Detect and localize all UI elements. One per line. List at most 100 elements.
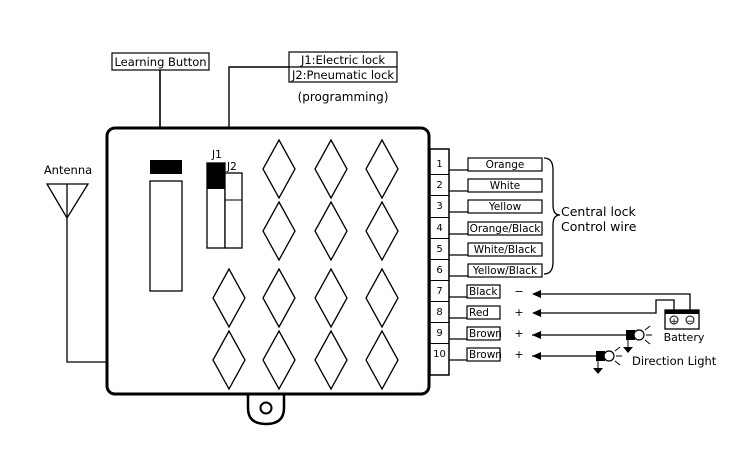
terminal-row: 7 Black − [430,280,524,299]
terminal-row: 8 Red + [430,301,524,320]
direction-light-icon [593,346,622,374]
battery-minus-sign: − [686,317,694,327]
vent-diamond [365,200,399,262]
polarity-label: − [514,285,523,298]
red-wire-arrowhead [532,309,541,317]
terminal-row: 9 Brown + [430,322,524,341]
wire-color-label: Yellow [488,201,522,213]
terminal-number: 6 [436,265,442,276]
direction-light-label: Direction Light [632,354,717,368]
vent-diamond [314,200,348,262]
wire-color-box [467,199,543,214]
terminal-number: 7 [436,286,442,297]
brown-wire-9-arrowhead [532,331,541,339]
terminal-strip [429,148,450,376]
j1-description: J1:Electric lock [300,53,385,67]
learning-button-slot [149,180,183,292]
control-box [105,126,431,396]
battery-top-plate [665,310,699,314]
central-lock-brace [543,157,561,275]
vent-diamond [314,329,348,391]
vent-diamond [365,267,399,329]
black-wire-arrowhead [532,290,541,298]
vent-diamond [314,267,348,329]
wire-color-box [467,263,543,278]
terminal-row: 1 Orange [436,157,543,172]
jumper-callout: J1:Electric lock J2:Pneumatic lock (prog… [223,51,398,144]
battery-plus-sign: + [670,317,678,327]
terminal-number: 1 [436,159,442,170]
mounting-tab [246,392,286,426]
programming-label: (programming) [298,90,389,104]
terminal-number: 2 [436,180,442,191]
vent-pattern [212,138,399,391]
central-lock-label: Central lock [561,204,636,219]
terminal-row: 6 Yellow/Black [430,259,543,278]
red-wire-to-battery [540,299,675,314]
terminal-row: 3 Yellow [430,195,543,214]
antenna-label: Antenna [44,163,92,177]
terminal-row: 2 White [430,174,543,193]
terminal-number: 9 [436,328,442,339]
j2-description: J2:Pneumatic lock [291,68,394,82]
terminal-number: 8 [436,307,442,318]
vent-diamond [262,267,296,329]
learning-button-label: Learning Button [114,55,206,69]
wire-color-label: Yellow/Black [472,265,538,277]
wire-color-box [466,305,501,320]
battery-plus-terminal [669,315,679,325]
antenna-wire [66,218,108,363]
wire-color-label: White [490,180,521,192]
wire-color-box [466,326,501,341]
jumper-callout-line [228,66,289,140]
vent-diamond [365,329,399,391]
wire-color-box [467,157,543,172]
wire-color-label: Orange [486,159,525,171]
vent-diamond [212,267,246,329]
wire-color-box [467,178,543,193]
vent-diamond [212,329,246,391]
j1-label: J1 [211,149,222,161]
vent-diamond [365,138,399,200]
battery: + − Battery [664,309,705,344]
direction-light-right [532,346,622,374]
terminal-number: 3 [436,201,442,212]
terminal-number: 10 [433,349,446,360]
direction-light-left [532,325,652,353]
antenna: Antenna [44,163,108,363]
wire-color-label: Black [469,286,498,298]
direction-light-icon [623,325,652,353]
wire-color-box [466,347,501,362]
polarity-label: + [514,306,523,319]
terminal-row: 5 White/Black [430,238,543,257]
wire-color-box [467,242,543,257]
vent-diamond [262,138,296,200]
jumper-block: J1 J2 [206,149,243,249]
brown-wire-10-arrowhead [532,352,541,360]
terminal-number: 5 [436,244,442,255]
wire-color-label: White/Black [474,244,537,256]
terminal-row: 10 Brown + [430,343,524,362]
wire-color-label: Red [469,307,489,319]
j2-label: J2 [226,161,237,173]
polarity-label: + [514,327,523,340]
battery-label: Battery [664,331,705,344]
wire-color-box [466,284,501,299]
control-wire-label: Control wire [561,219,637,234]
j1-jumper-cap [207,163,225,189]
black-wire-to-battery [540,293,691,314]
terminal-number: 4 [436,223,442,234]
wire-color-label: Brown [469,349,502,361]
j2-callout-box [288,66,398,83]
vent-diamond [262,329,296,391]
wire-color-box [467,221,543,236]
wire-color-label: Brown [469,328,502,340]
polarity-label: + [514,348,523,361]
j2-jumper[interactable] [224,172,243,249]
vent-diamond [314,138,348,200]
battery-minus-terminal [685,315,695,325]
learning-button[interactable] [150,160,182,174]
